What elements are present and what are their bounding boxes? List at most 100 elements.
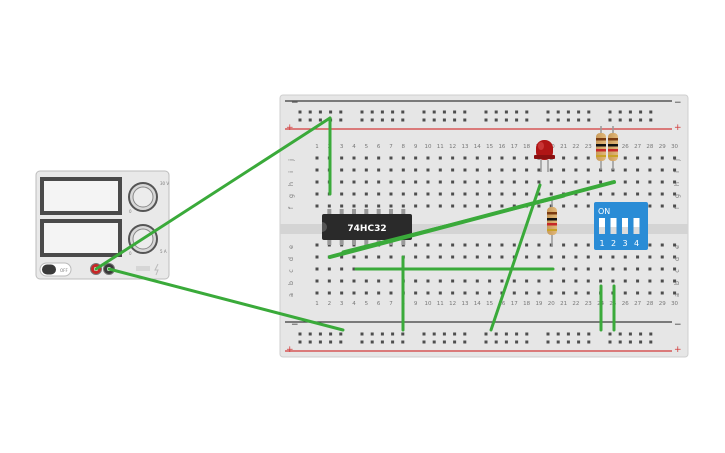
breadboard-hole[interactable]	[525, 192, 529, 196]
breadboard-hole[interactable]	[599, 255, 603, 259]
breadboard-hole[interactable]	[426, 168, 430, 172]
breadboard-hole[interactable]	[673, 243, 677, 247]
rail-hole[interactable]	[298, 332, 302, 336]
rail-hole[interactable]	[525, 110, 529, 114]
rail-hole[interactable]	[391, 118, 395, 122]
rail-hole[interactable]	[360, 340, 364, 344]
breadboard-hole[interactable]	[562, 243, 566, 247]
breadboard-hole[interactable]	[574, 255, 578, 259]
breadboard-hole[interactable]	[364, 156, 368, 160]
rail-hole[interactable]	[463, 340, 467, 344]
breadboard-hole[interactable]	[488, 255, 492, 259]
breadboard-hole[interactable]	[463, 168, 467, 172]
breadboard-hole[interactable]	[660, 267, 664, 271]
rail-hole[interactable]	[318, 110, 322, 114]
breadboard-hole[interactable]	[623, 291, 627, 295]
rail-hole[interactable]	[339, 332, 343, 336]
breadboard-hole[interactable]	[401, 156, 405, 160]
breadboard-hole[interactable]	[340, 168, 344, 172]
rail-hole[interactable]	[577, 340, 581, 344]
rail-hole[interactable]	[453, 118, 457, 122]
rail-hole[interactable]	[422, 340, 426, 344]
breadboard-hole[interactable]	[340, 204, 344, 208]
rail-hole[interactable]	[380, 340, 384, 344]
breadboard-hole[interactable]	[340, 192, 344, 196]
breadboard-hole[interactable]	[401, 192, 405, 196]
breadboard-hole[interactable]	[574, 267, 578, 271]
breadboard-hole[interactable]	[340, 291, 344, 295]
breadboard-hole[interactable]	[562, 291, 566, 295]
breadboard-hole[interactable]	[537, 168, 541, 172]
rail-hole[interactable]	[442, 110, 446, 114]
breadboard-hole[interactable]	[586, 255, 590, 259]
breadboard-hole[interactable]	[623, 255, 627, 259]
breadboard-hole[interactable]	[512, 279, 516, 283]
breadboard-holes[interactable]	[298, 110, 677, 344]
breadboard-hole[interactable]	[611, 192, 615, 196]
breadboard-hole[interactable]	[414, 255, 418, 259]
breadboard-hole[interactable]	[463, 243, 467, 247]
rail-hole[interactable]	[298, 340, 302, 344]
rail-hole[interactable]	[546, 110, 550, 114]
breadboard-hole[interactable]	[340, 156, 344, 160]
breadboard-hole[interactable]	[315, 255, 319, 259]
breadboard-hole[interactable]	[438, 291, 442, 295]
breadboard-hole[interactable]	[537, 180, 541, 184]
breadboard-hole[interactable]	[426, 291, 430, 295]
rail-hole[interactable]	[308, 118, 312, 122]
breadboard-hole[interactable]	[315, 192, 319, 196]
breadboard-hole[interactable]	[488, 204, 492, 208]
rail-hole[interactable]	[649, 110, 653, 114]
breadboard-hole[interactable]	[549, 291, 553, 295]
breadboard-hole[interactable]	[599, 279, 603, 283]
rail-hole[interactable]	[566, 340, 570, 344]
breadboard-hole[interactable]	[611, 279, 615, 283]
breadboard-hole[interactable]	[500, 243, 504, 247]
rail-hole[interactable]	[546, 340, 550, 344]
rail-hole[interactable]	[370, 332, 374, 336]
rail-hole[interactable]	[546, 332, 550, 336]
rail-hole[interactable]	[556, 118, 560, 122]
breadboard-hole[interactable]	[438, 156, 442, 160]
breadboard-hole[interactable]	[364, 291, 368, 295]
rail-hole[interactable]	[577, 110, 581, 114]
breadboard-hole[interactable]	[525, 279, 529, 283]
breadboard-hole[interactable]	[451, 192, 455, 196]
wire-psu-negative[interactable]	[107, 267, 345, 332]
breadboard-hole[interactable]	[451, 255, 455, 259]
breadboard-hole[interactable]	[500, 204, 504, 208]
dip-toggle-3[interactable]	[622, 218, 628, 234]
breadboard-hole[interactable]	[389, 279, 393, 283]
rail-hole[interactable]	[639, 110, 643, 114]
dip-toggle-1[interactable]	[599, 218, 605, 234]
breadboard-hole[interactable]	[327, 279, 331, 283]
breadboard-hole[interactable]	[537, 243, 541, 247]
rail-hole[interactable]	[577, 332, 581, 336]
breadboard-hole[interactable]	[525, 168, 529, 172]
rail-hole[interactable]	[422, 332, 426, 336]
breadboard-hole[interactable]	[586, 156, 590, 160]
breadboard-hole[interactable]	[426, 243, 430, 247]
breadboard-hole[interactable]	[315, 168, 319, 172]
rail-hole[interactable]	[639, 332, 643, 336]
breadboard-hole[interactable]	[438, 168, 442, 172]
rail-hole[interactable]	[453, 332, 457, 336]
breadboard-hole[interactable]	[500, 180, 504, 184]
breadboard-hole[interactable]	[352, 267, 356, 271]
breadboard-hole[interactable]	[636, 192, 640, 196]
breadboard-hole[interactable]	[451, 204, 455, 208]
breadboard-hole[interactable]	[377, 291, 381, 295]
rail-hole[interactable]	[298, 110, 302, 114]
breadboard-hole[interactable]	[340, 255, 344, 259]
breadboard-hole[interactable]	[475, 243, 479, 247]
rail-hole[interactable]	[628, 332, 632, 336]
rail-hole[interactable]	[318, 340, 322, 344]
breadboard-hole[interactable]	[315, 267, 319, 271]
rail-hole[interactable]	[463, 110, 467, 114]
rail-hole[interactable]	[608, 110, 612, 114]
breadboard-hole[interactable]	[586, 204, 590, 208]
rail-hole[interactable]	[401, 332, 405, 336]
breadboard-hole[interactable]	[451, 168, 455, 172]
breadboard-hole[interactable]	[648, 168, 652, 172]
rail-hole[interactable]	[628, 340, 632, 344]
